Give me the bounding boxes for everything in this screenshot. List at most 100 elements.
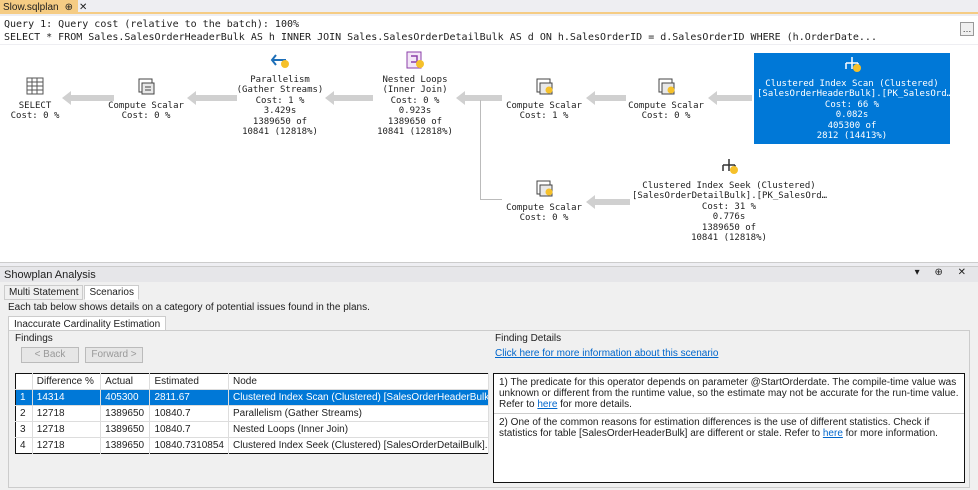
finding-details-label: Finding Details [495,333,562,344]
cell: 10840.7 [149,405,229,422]
column-header[interactable]: Actual [100,373,151,390]
plan-branch-line [480,100,481,200]
finding-link[interactable]: here [822,428,843,439]
back-button[interactable]: < Back [21,347,79,363]
node-cost: Cost: 0 % [10,111,60,121]
plan-node-clustered-index-seek[interactable]: Clustered Index Seek (Clustered) [SalesO… [632,157,828,244]
node-cost: Cost: 31 % [701,201,757,212]
document-tab-title: Slow.sqlplan [3,1,59,13]
plan-arrow-head [62,91,71,105]
node-time: 0.082s [835,110,869,120]
node-name: SELECT [18,100,52,111]
plan-node-compute-scalar[interactable]: Compute Scalar Cost: 1 % [504,77,584,122]
findings-header-row: Difference % Actual Estimated Node [15,373,489,390]
plan-arrow [594,95,626,101]
finding-text: 2) One of the common reasons for estimat… [499,417,930,439]
plan-node-compute-scalar[interactable]: Compute Scalar Cost: 0 % [108,77,184,122]
cell: Clustered Index Seek (Clustered) [SalesO… [228,437,489,454]
showplan-analysis-body: Multi Statement Scenarios Each tab below… [0,282,978,490]
node-name: Clustered Index Seek (Clustered) [642,180,816,191]
findings-grid[interactable]: Difference % Actual Estimated Node 1 143… [15,373,489,454]
table-row[interactable]: 2 12718 1389650 10840.7 Parallelism (Gat… [15,405,489,422]
node-object: [SalesOrderDetailBulk].[PK_SalesOrd… [632,191,828,201]
cell: 1 [15,389,33,406]
finding-details-box: 1) The predicate for this operator depen… [493,373,965,483]
analysis-tabs: Multi Statement Scenarios [4,285,140,300]
compute-scalar-icon [138,78,155,95]
pin-icon[interactable]: ⊕ [64,1,73,13]
cell: Nested Loops (Inner Join) [228,421,489,438]
plan-node-clustered-index-scan[interactable]: Clustered Index Scan (Clustered) [SalesO… [754,53,952,144]
node-cost: Cost: 0 % [641,111,691,121]
node-time: 0.776s [712,212,746,222]
collapse-query-button[interactable]: … [960,22,974,36]
cell: 14314 [32,389,102,406]
finding-text: 1) The predicate for this operator depen… [499,377,959,410]
cell: 10840.7310854 [149,437,229,454]
scenario-info-link[interactable]: Click here for more information about th… [495,348,719,359]
tab-inaccurate-cardinality[interactable]: Inaccurate Cardinality Estimation [8,316,167,332]
node-rows: 405300 of [827,120,877,131]
column-header[interactable]: Difference % [32,373,102,390]
node-name: Nested Loops [382,74,448,85]
finding-text: for more information. [845,428,938,439]
query-text-area[interactable]: Query 1: Query cost (relative to the bat… [0,16,978,44]
cell: 405300 [100,389,151,406]
cell: 1389650 [100,421,151,438]
node-rows: 1389650 of [252,116,308,127]
node-subtype: (Gather Streams) [236,85,324,95]
finding-text: for more details. [560,399,632,410]
plan-arrow-head [586,91,595,105]
finding-link[interactable]: here [537,399,558,410]
node-cost: Cost: 0 % [390,95,440,106]
plan-arrow-head [586,195,595,209]
clustered-index-scan-icon [845,57,861,72]
node-name: Parallelism [250,74,310,85]
cell: 3 [15,421,33,438]
parallelism-icon [270,54,289,68]
node-cost: Cost: 1 % [519,111,569,121]
close-icon[interactable]: ✕ [78,1,88,13]
node-cost: Cost: 66 % [824,99,880,110]
node-estimate: 2812 (14413%) [816,131,888,141]
cell: 2811.67 [149,389,229,406]
nested-loops-icon [406,51,424,69]
table-row[interactable]: 3 12718 1389650 10840.7 Nested Loops (In… [15,421,489,438]
showplan-analysis-titlebar: Showplan Analysis ▾ ⊕ ✕ [0,266,978,282]
column-header[interactable]: Node [228,373,489,390]
cell: 10840.7 [149,421,229,438]
document-tab[interactable]: Slow.sqlplan ⊕ ✕ [0,0,87,14]
findings-label: Findings [15,333,53,344]
table-row[interactable]: 1 14314 405300 2811.67 Clustered Index S… [15,389,489,406]
tab-scenarios[interactable]: Scenarios [84,285,139,300]
plan-node-select[interactable]: SELECT Cost: 0 % [10,77,60,122]
forward-button[interactable]: Forward > [85,347,143,363]
node-name: Clustered Index Scan (Clustered) [765,78,939,89]
plan-node-compute-scalar[interactable]: Compute Scalar Cost: 0 % [504,179,584,224]
plan-arrow-head [456,91,465,105]
column-header[interactable]: Estimated [149,373,229,390]
node-cost: Cost: 0 % [519,213,569,223]
query-header: Query 1: Query cost (relative to the bat… [4,19,300,30]
plan-node-compute-scalar[interactable]: Compute Scalar Cost: 0 % [626,77,706,122]
node-cost: Cost: 1 % [255,95,305,106]
cell: 12718 [32,437,102,454]
execution-plan-canvas[interactable]: SELECT Cost: 0 % Compute Scalar Cost: 0 … [0,45,978,263]
node-name: Compute Scalar [506,100,582,111]
compute-scalar-icon [536,180,553,197]
pane-window-controls[interactable]: ▾ ⊕ ✕ [914,267,972,278]
cell: 2 [15,405,33,422]
table-row[interactable]: 4 12718 1389650 10840.7310854 Clustered … [15,437,489,454]
compute-scalar-icon [536,78,553,95]
column-header[interactable] [15,373,33,390]
plan-node-parallelism[interactable]: Parallelism (Gather Streams) Cost: 1 % 3… [234,51,326,138]
node-estimate: 10841 (12818%) [691,233,767,243]
node-name: Compute Scalar [108,100,184,111]
plan-arrow [195,95,237,101]
finding-item: 1) The predicate for this operator depen… [494,374,964,413]
node-subtype: (Inner Join) [382,85,448,95]
plan-arrow-head [325,91,334,105]
tab-multi-statement[interactable]: Multi Statement [4,285,84,300]
node-time: 0.923s [398,106,432,116]
plan-node-nested-loops[interactable]: Nested Loops (Inner Join) Cost: 0 % 0.92… [370,51,460,138]
